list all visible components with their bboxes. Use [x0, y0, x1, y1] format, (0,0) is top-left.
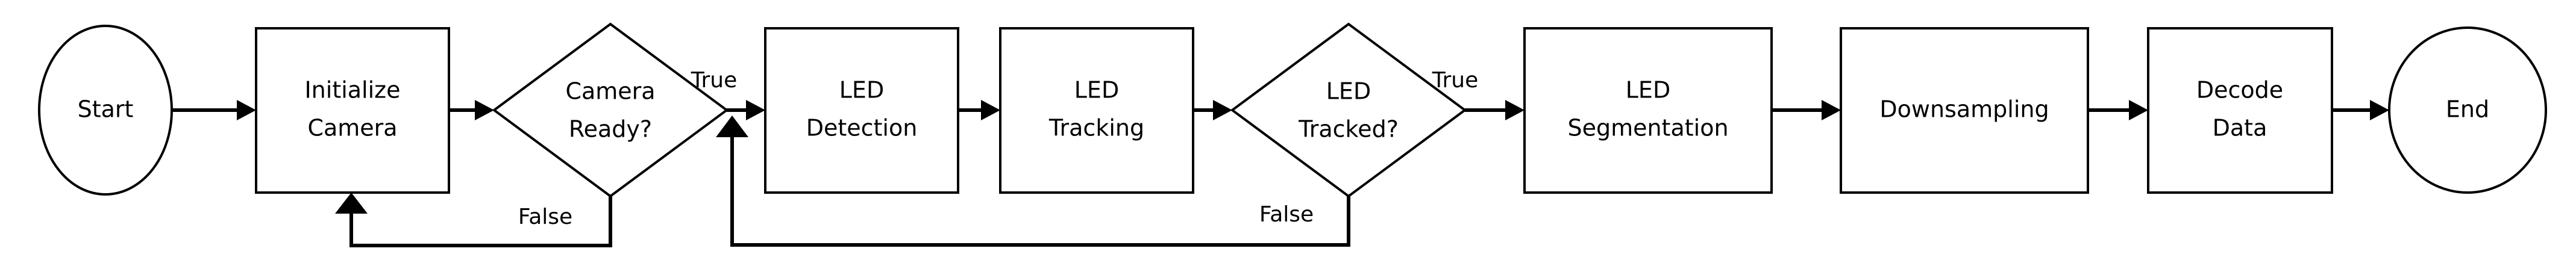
- led-segmentation-rect-shape: [1523, 27, 1773, 194]
- led-tracking-rect-shape: [999, 27, 1194, 194]
- edge-led-segmentation-to-downsampling: [1772, 100, 1841, 120]
- arrow-head-decode-end: [2370, 100, 2389, 120]
- initialize-camera-rect-shape: [255, 27, 450, 194]
- arrow-head-segmentation-downsampling: [1822, 100, 1841, 120]
- node-end-label: End: [2446, 96, 2489, 123]
- node-led-segmentation-label-line1: LED: [1626, 77, 1670, 104]
- led-tracked-diamond-shape: [1230, 22, 1467, 198]
- edge-label-led-tracked-true: True: [1432, 68, 1478, 93]
- decode-data-rect-shape: [2147, 27, 2333, 194]
- node-led-segmentation-label-line2: Segmentation: [1567, 115, 1728, 141]
- node-initialize-camera-label-line2: Camera: [307, 115, 397, 141]
- downsampling-rect-shape: [1840, 27, 2089, 194]
- edge-start-to-initialize-camera: [173, 100, 256, 120]
- edge-label-camera-ready-false: False: [518, 205, 572, 229]
- node-camera-ready-label-line2: Ready?: [569, 116, 652, 143]
- node-led-tracked-label-line2: Tracked?: [1298, 116, 1399, 143]
- node-led-tracking-label-line1: LED: [1074, 77, 1119, 104]
- edge-label-camera-ready-true: True: [691, 68, 737, 93]
- node-led-detection-label-line2: Detection: [806, 115, 918, 141]
- node-start-label: Start: [78, 96, 134, 123]
- edge-decode-data-to-end: [2332, 100, 2389, 120]
- node-decode-data[interactable]: Decode Data: [2147, 27, 2333, 194]
- arrow-head-init-ready: [475, 100, 494, 120]
- arrow-head-tracked-segmentation: [1505, 100, 1525, 120]
- node-led-tracking-label-line2: Tracking: [1048, 115, 1144, 141]
- arrow-head-start-init: [237, 100, 256, 120]
- edge-camera-ready-true-to-led-detection: [727, 100, 765, 120]
- arrow-head-tracking-tracked: [1213, 100, 1232, 120]
- arrow-head-detection-tracking: [981, 100, 1000, 120]
- node-downsampling-label: Downsampling: [1879, 96, 2049, 123]
- node-camera-ready[interactable]: Camera Ready?: [492, 22, 729, 198]
- camera-ready-diamond-shape: [492, 22, 729, 198]
- node-initialize-camera-label-line1: Initialize: [304, 77, 400, 104]
- edge-camera-ready-false-to-initialize-camera: [335, 193, 612, 247]
- node-led-segmentation[interactable]: LED Segmentation: [1523, 27, 1773, 194]
- edge-led-detection-to-led-tracking: [958, 100, 1000, 120]
- arrow-head-downsampling-decode: [2129, 100, 2148, 120]
- edge-initialize-camera-to-camera-ready: [449, 100, 494, 120]
- node-led-tracked[interactable]: LED Tracked?: [1230, 22, 1467, 198]
- led-detection-rect-shape: [764, 27, 959, 194]
- start-ellipse-shape: [38, 25, 173, 196]
- edge-label-led-tracked-false: False: [1259, 202, 1314, 227]
- node-camera-ready-label-line1: Camera: [565, 78, 655, 105]
- edge-path-ready-false-loop: [349, 196, 612, 247]
- edge-led-tracking-to-led-tracked: [1193, 100, 1232, 120]
- arrow-head-ready-false-loop: [335, 193, 368, 214]
- arrow-head-tracked-false-loop: [716, 116, 748, 137]
- end-ellipse-shape: [2388, 26, 2547, 194]
- node-led-detection-label-line1: LED: [839, 77, 884, 104]
- edge-led-tracked-true-to-led-segmentation: [1465, 100, 1525, 120]
- node-led-tracking[interactable]: LED Tracking: [999, 27, 1194, 194]
- node-start[interactable]: Start: [38, 25, 173, 196]
- node-downsampling[interactable]: Downsampling: [1840, 27, 2089, 194]
- edge-led-tracked-false-to-led-detection: [716, 116, 1350, 247]
- arrow-head-ready-detection: [746, 100, 765, 120]
- node-decode-data-label-line1: Decode: [2196, 77, 2283, 104]
- node-led-tracked-label-line1: LED: [1326, 78, 1371, 105]
- node-decode-data-label-line2: Data: [2213, 115, 2267, 141]
- node-end[interactable]: End: [2388, 26, 2547, 194]
- node-led-detection[interactable]: LED Detection: [764, 27, 959, 194]
- edge-path-tracked-false-loop: [730, 131, 1350, 247]
- edge-downsampling-to-decode-data: [2088, 100, 2148, 120]
- node-initialize-camera[interactable]: Initialize Camera: [255, 27, 450, 194]
